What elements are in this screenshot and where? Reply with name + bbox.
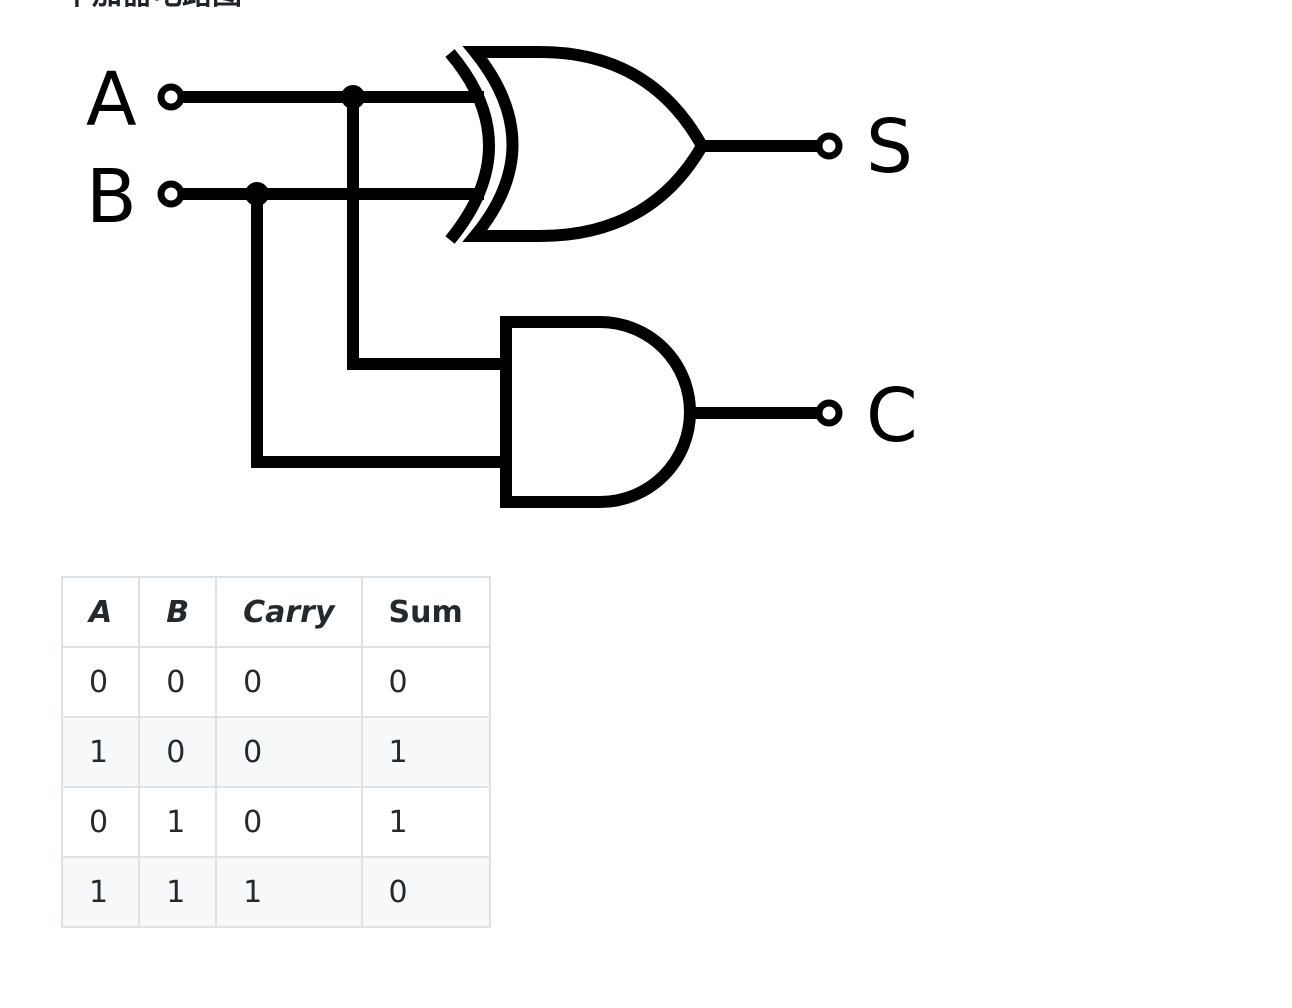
- terminal-a: [157, 83, 185, 111]
- table-row: 0 1 0 1: [60, 786, 491, 858]
- cell-sum: 0: [360, 856, 491, 928]
- input-label-b: B: [86, 154, 137, 240]
- table-row: 0 0 0 0: [60, 646, 491, 718]
- junction-dot-a: [341, 85, 365, 109]
- header-a: A: [60, 576, 141, 648]
- cell-carry: 0: [215, 646, 363, 718]
- cell-carry: 0: [215, 786, 363, 858]
- table-row: 1 1 1 0: [60, 856, 491, 928]
- header-carry: Carry: [215, 576, 363, 648]
- truth-table: A B Carry Sum 0 0 0 0 1 0 0 1 0 1 0 1 1 …: [60, 576, 491, 928]
- junction-dot-b: [245, 182, 269, 206]
- cell-a: 0: [60, 786, 141, 858]
- xor-gate-body: [462, 46, 709, 242]
- terminal-s: [815, 132, 843, 160]
- output-label-c: C: [866, 373, 918, 459]
- terminal-b: [157, 180, 185, 208]
- xor-gate-back-curve: [445, 49, 495, 244]
- terminal-c: [815, 399, 843, 427]
- input-label-a: A: [86, 57, 137, 143]
- cell-sum: 1: [360, 786, 491, 858]
- output-label-s: S: [866, 104, 913, 190]
- truth-table-header-row: A B Carry Sum: [60, 576, 491, 648]
- cell-b: 0: [138, 646, 218, 718]
- cell-b: 0: [138, 716, 218, 788]
- cell-a: 1: [60, 716, 141, 788]
- wire-a-to-and: [347, 97, 506, 370]
- and-gate-body: [500, 316, 696, 508]
- cell-carry: 0: [215, 716, 363, 788]
- half-adder-circuit: A B S C: [86, 46, 918, 508]
- wire-b-to-and: [251, 194, 506, 468]
- table-row: 1 0 0 1: [60, 716, 491, 788]
- cell-a: 0: [60, 646, 141, 718]
- cell-carry: 1: [215, 856, 363, 928]
- cell-sum: 0: [360, 646, 491, 718]
- cell-b: 1: [138, 786, 218, 858]
- header-sum: Sum: [360, 576, 491, 648]
- page-title: 半加器电路图: [62, 0, 242, 10]
- header-b: B: [138, 576, 218, 648]
- cell-a: 1: [60, 856, 141, 928]
- cell-sum: 1: [360, 716, 491, 788]
- cell-b: 1: [138, 856, 218, 928]
